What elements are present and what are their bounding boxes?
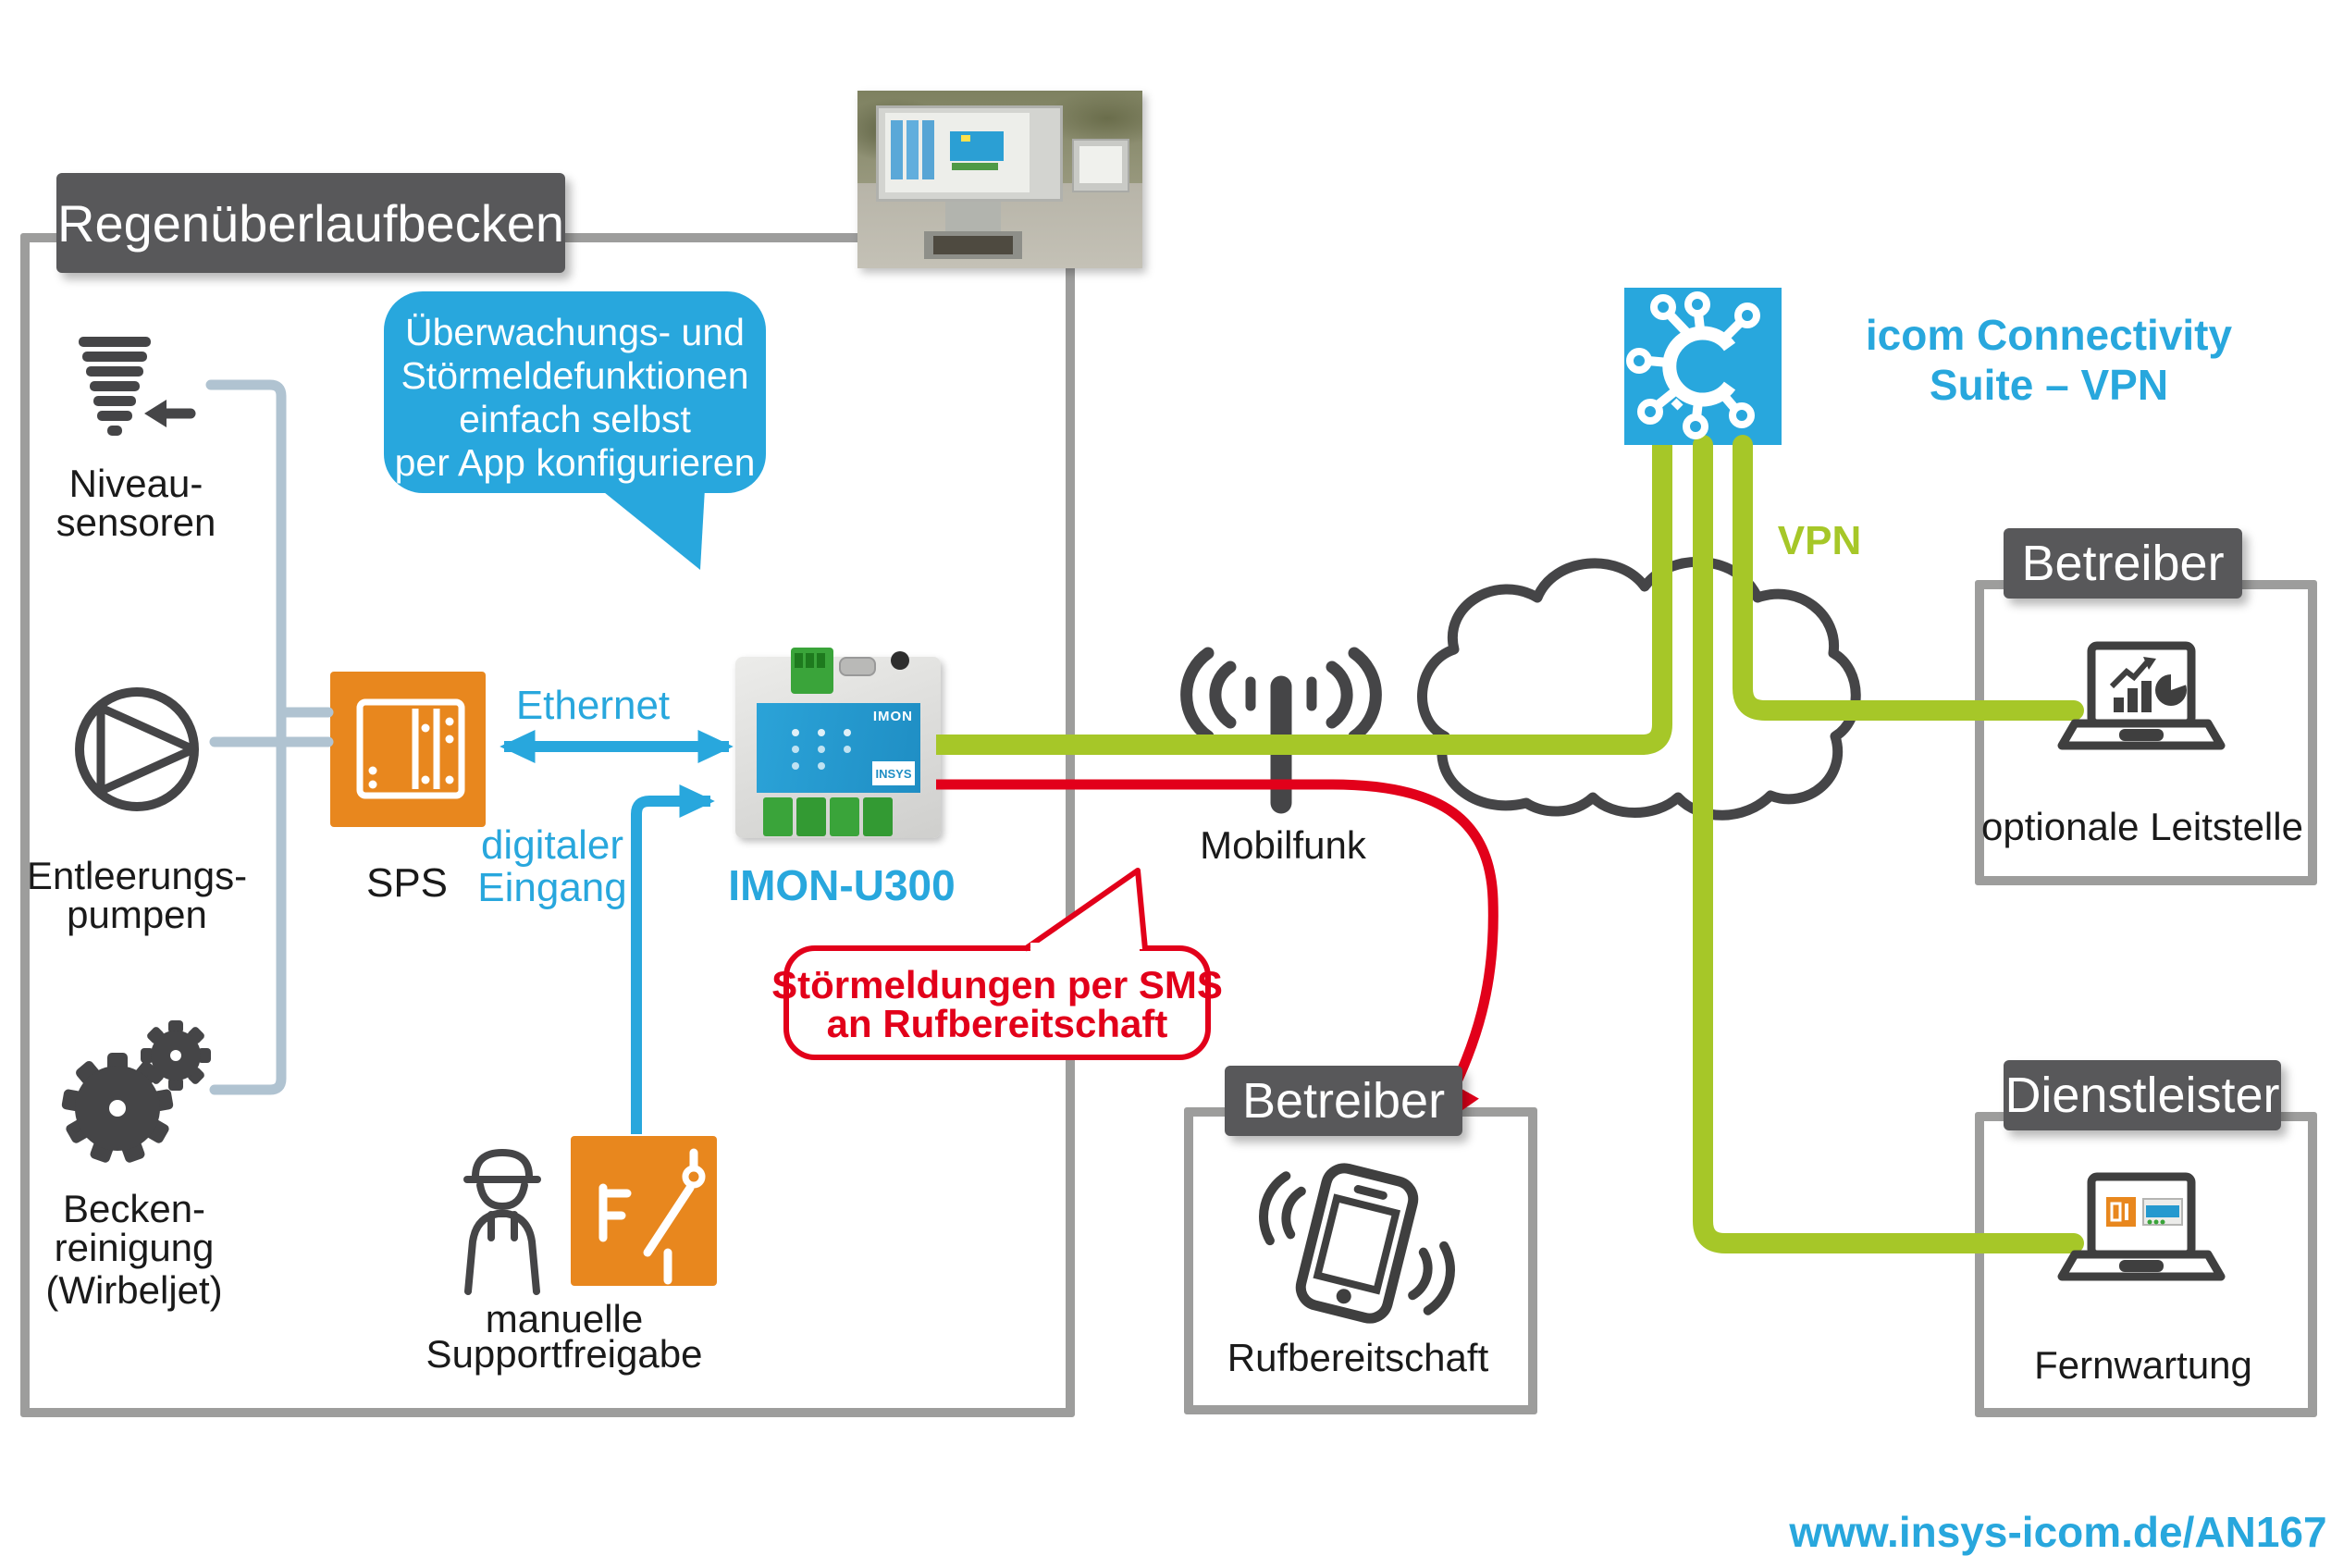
footer-url: www.insys-icom.de/AN167 <box>1789 1508 2327 1556</box>
niveau-caption-1: Niveau- <box>68 462 204 505</box>
suite-title-2: Suite – VPN <box>1929 361 2169 409</box>
photo-module <box>922 120 934 179</box>
photo-pedestal <box>945 202 1001 235</box>
led <box>818 729 825 736</box>
device-brand-text: IMON <box>872 709 913 724</box>
sps-plc-box <box>330 672 486 827</box>
led <box>792 746 799 753</box>
operator-hq-label: Betreiber <box>2004 528 2242 599</box>
digital-input-label-1: digitaler <box>480 822 624 868</box>
internet-cloud <box>1417 556 1861 821</box>
device-front-panel: IMON INSYS <box>757 703 920 793</box>
app-bubble-line: Störmeldefunktionen <box>401 354 749 397</box>
mobile-antenna-icon <box>1180 647 1382 814</box>
device-maker-logo: INSYS <box>872 761 915 785</box>
mobile-caption: Mobilfunk <box>1200 823 1366 867</box>
photo-module <box>906 120 919 179</box>
sps-caption: SPS <box>365 860 449 906</box>
icom-suite-box <box>1624 288 1782 445</box>
terminal-pin <box>817 653 825 668</box>
device-bottom-terminal <box>796 797 826 836</box>
device-name: IMON-U300 <box>728 861 956 909</box>
cleaning-caption-1: Becken- <box>62 1187 206 1230</box>
imon-device: IMON INSYS <box>735 648 941 838</box>
operator-oncall-label: Betreiber <box>1225 1066 1462 1136</box>
app-bubble-line: einfach selbst <box>459 398 691 440</box>
pumps-caption-2: pumpen <box>67 893 207 936</box>
photo-terminals <box>952 163 998 170</box>
ethernet-label: Ethernet <box>515 683 671 728</box>
app-config-bubble <box>384 291 766 493</box>
niveau-caption-2: sensoren <box>56 500 216 544</box>
photo-module <box>891 120 903 179</box>
support-switch-box <box>571 1136 717 1286</box>
sms-bubble-line-2: an Rufbereitschaft <box>826 1002 1168 1045</box>
led <box>818 746 825 753</box>
vpn-label: VPN <box>1777 518 1862 563</box>
support-caption-2: Supportfreigabe <box>426 1332 703 1376</box>
service-label: Dienstleister <box>2004 1060 2281 1130</box>
led <box>844 746 851 753</box>
suite-title-1: icom Connectivity <box>1865 311 2233 359</box>
hq-caption: optionale Leitstelle <box>1981 805 2303 848</box>
terminal-pin <box>795 653 803 668</box>
oncall-caption: Rufbereitschaft <box>1227 1336 1489 1379</box>
service-caption: Fernwartung <box>2034 1343 2252 1387</box>
device-antenna-connector <box>891 651 909 670</box>
photo-pit <box>933 236 1013 254</box>
site-photo <box>857 91 1142 268</box>
led <box>792 762 799 770</box>
terminal-pin <box>806 653 814 668</box>
app-bubble-text: Überwachungs- und Störmeldefunktionen ei… <box>384 311 766 485</box>
app-bubble-line: Überwachungs- und <box>405 311 745 353</box>
led <box>844 729 851 736</box>
device-bottom-terminal <box>863 797 893 836</box>
photo-small-panel <box>1079 146 1122 183</box>
app-bubble-line: per App konfigurieren <box>394 441 756 484</box>
region-label: Regenüberlaufbecken <box>56 173 565 273</box>
support-caption-1: manuelle <box>485 1297 644 1340</box>
photo-sticker <box>961 135 970 142</box>
sms-bubble-line-1: Störmeldungen per SMS <box>771 963 1223 1006</box>
device-bottom-terminal <box>763 797 793 836</box>
digital-input-label-2: Eingang <box>477 865 627 910</box>
device-bottom-terminal <box>830 797 859 836</box>
photo-imon-device <box>950 131 1004 161</box>
led <box>792 729 799 736</box>
pumps-caption-1: Entleerungs- <box>26 854 248 897</box>
led <box>818 762 825 770</box>
device-serial-port <box>839 657 876 676</box>
cleaning-caption-2: reinigung <box>54 1226 215 1269</box>
cleaning-caption-3: (Wirbeljet) <box>45 1268 223 1312</box>
